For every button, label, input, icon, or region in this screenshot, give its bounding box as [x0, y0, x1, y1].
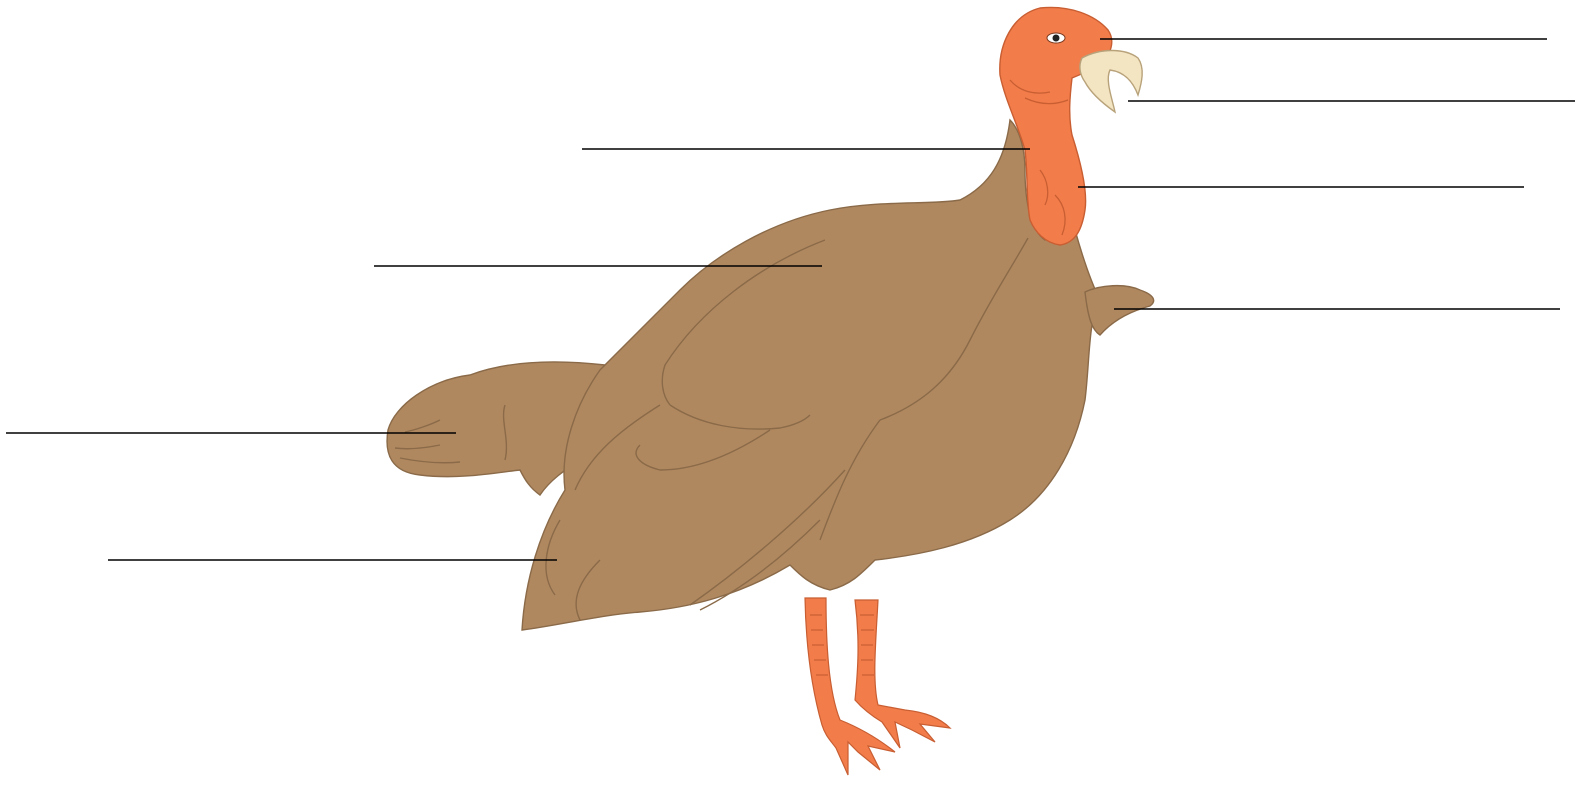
turkey-leg-back: [855, 600, 950, 748]
turkey-beard: [1085, 286, 1154, 335]
turkey-body: [522, 120, 1100, 630]
turkey-beak: [1080, 51, 1142, 113]
turkey-pupil: [1053, 35, 1060, 42]
turkey-leg-front: [805, 598, 895, 775]
turkey-illustration: [387, 7, 1154, 775]
